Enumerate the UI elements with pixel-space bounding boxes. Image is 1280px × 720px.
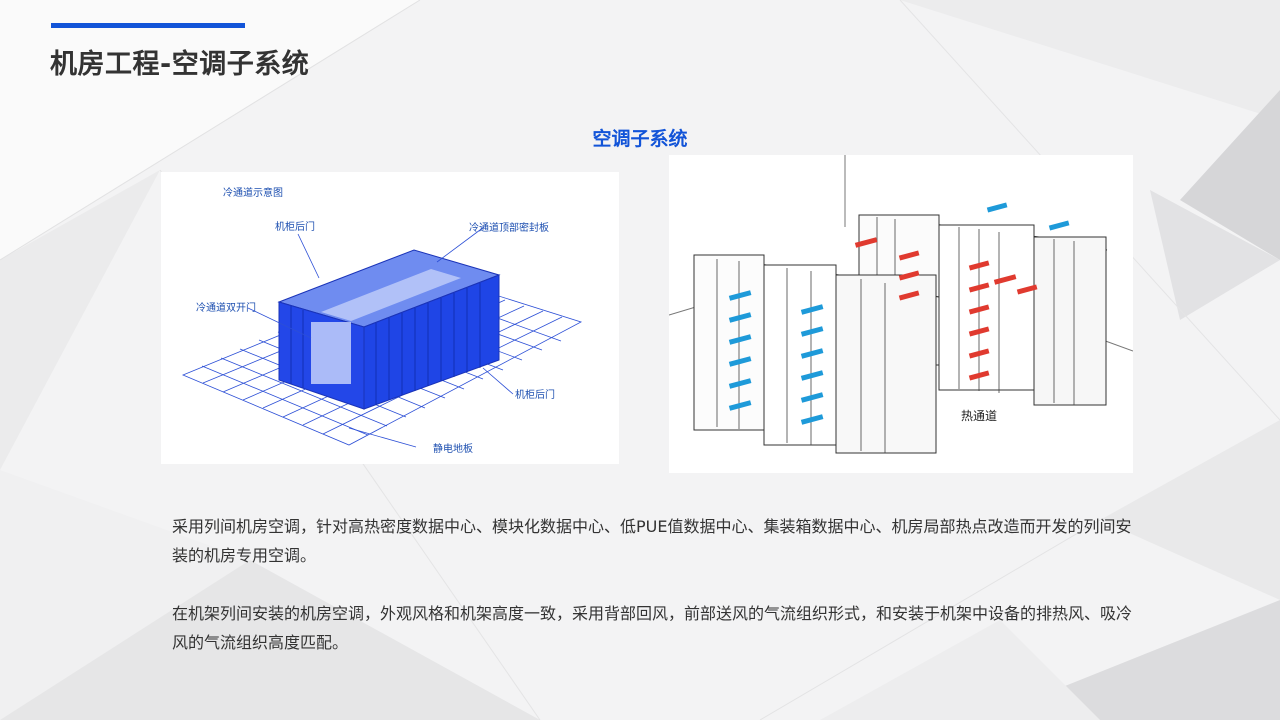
- label-top-seal-panel: 冷通道顶部密封板: [469, 223, 549, 234]
- label-hot-aisle: 热通道: [961, 409, 998, 423]
- section-title: 空调子系统: [592, 128, 688, 150]
- cold-aisle-illustration: [181, 226, 583, 448]
- hot-aisle-illustration: [669, 155, 1133, 454]
- cold-aisle-diagram: 冷通道示意图 机柜后门 冷通道顶部密封板 冷通道双开门 机柜后门 静电地板: [161, 172, 619, 464]
- page-title: 机房工程-空调子系统: [50, 49, 310, 80]
- label-raised-floor: 静电地板: [433, 444, 473, 455]
- cold-air-arrows: [728, 202, 1070, 425]
- label-rear-door-top: 机柜后门: [275, 222, 315, 233]
- title-accent-bar: [51, 23, 245, 28]
- front-cabinet-row: [693, 254, 940, 454]
- diagram-caption: 冷通道示意图: [223, 188, 283, 199]
- hot-aisle-diagram: 热通道: [669, 155, 1133, 473]
- body-paragraph-1: 采用列间机房空调，针对高热密度数据中心、模块化数据中心、低PUE值数据中心、集装…: [172, 517, 1132, 565]
- hot-air-arrows: [854, 237, 1038, 381]
- body-paragraph-2: 在机架列间安装的机房空调，外观风格和机架高度一致，采用背部回风，前部送风的气流组…: [172, 604, 1133, 652]
- cabinet-row-block: [277, 249, 501, 410]
- label-double-door: 冷通道双开门: [196, 303, 256, 314]
- label-rear-door-right: 机柜后门: [515, 390, 555, 401]
